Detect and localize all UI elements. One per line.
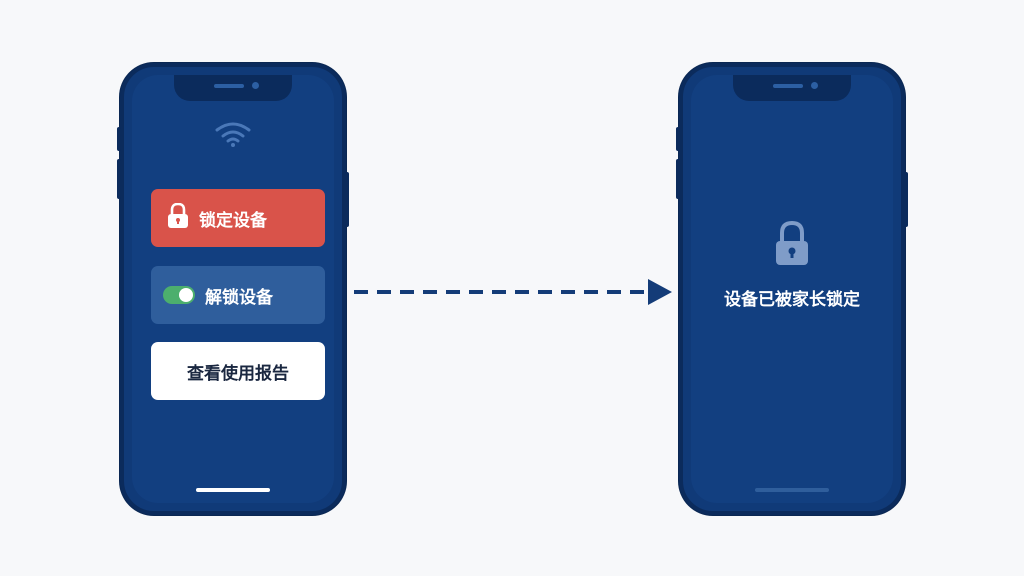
home-indicator [755,488,829,492]
wifi-icon [213,120,253,152]
volume-up-button [676,127,680,151]
toggle-knob [179,288,193,302]
unlock-device-label: 解锁设备 [205,287,273,308]
view-usage-report-button[interactable]: 查看使用报告 [151,342,325,400]
lock-icon [774,220,810,271]
volume-down-button [676,159,680,199]
volume-up-button [117,127,121,151]
lock-device-button[interactable]: 锁定设备 [151,189,325,247]
phone-notch [733,75,851,101]
volume-down-button [117,159,121,199]
parent-phone: 锁定设备 解锁设备 查看使用报告 [117,63,349,515]
home-indicator [196,488,270,492]
lock-device-label: 锁定设备 [199,210,267,231]
phone-notch [174,75,292,101]
view-usage-report-label: 查看使用报告 [187,363,289,384]
toggle-switch-icon[interactable] [163,286,195,304]
front-camera [811,82,818,89]
locked-message: 设备已被家长锁定 [724,290,860,310]
speaker-grille [773,84,803,88]
child-phone-screen: 设备已被家长锁定 [691,75,893,503]
unlock-device-button[interactable]: 解锁设备 [151,266,325,324]
parent-phone-screen: 锁定设备 解锁设备 查看使用报告 [132,75,334,503]
power-button [345,172,349,227]
power-button [904,172,908,227]
arrow-right-icon [354,279,672,305]
lock-icon [167,202,189,234]
child-phone: 设备已被家长锁定 [676,63,908,515]
speaker-grille [214,84,244,88]
front-camera [252,82,259,89]
